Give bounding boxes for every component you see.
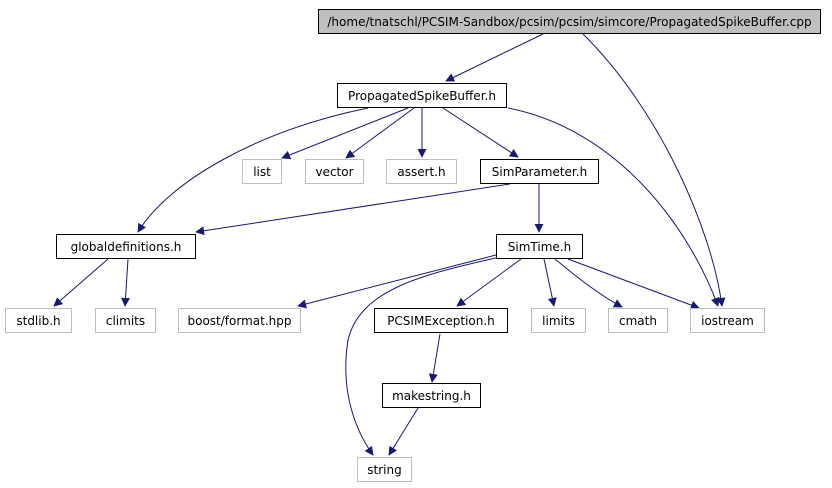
- edge-pcsimexception-h-to-makestring-h: [428, 333, 441, 383]
- edge-propagatedspikebuffer-h-to-iostream: [507, 107, 720, 307]
- edge-simtime-h-to-limits: [543, 258, 557, 307]
- node-climits: climits: [95, 308, 156, 333]
- edge-propagatedspikebuffer-h-to-vector: [345, 107, 415, 159]
- node-globaldefinitions-h[interactable]: globaldefinitions.h: [56, 234, 196, 259]
- node-simtime-h[interactable]: SimTime.h: [496, 234, 583, 259]
- node-iostream: iostream: [690, 308, 765, 333]
- node-simparameter-h[interactable]: SimParameter.h: [480, 159, 599, 184]
- edge-propagatedspikebuffer-h-to-simparameter-h: [442, 107, 519, 158]
- node-boost-format-hpp: boost/format.hpp: [178, 308, 301, 333]
- edge-simtime-h-to-boost-format-hpp: [297, 254, 497, 309]
- node-limits: limits: [531, 308, 586, 333]
- edge-simtime-h-to-iostream: [567, 258, 700, 310]
- node-cmath: cmath: [608, 308, 668, 333]
- edge-globaldefinitions-h-to-stdlib-h: [53, 258, 109, 307]
- node-stdlib-h: stdlib.h: [5, 308, 72, 333]
- node-assert-h: assert.h: [386, 159, 457, 184]
- edge-simtime-h-to-cmath: [554, 258, 623, 308]
- edge-propagatedspikebuffer-h-to-list: [281, 107, 409, 160]
- node-list: list: [242, 159, 282, 184]
- edge-makestring-h-to-string: [388, 407, 419, 456]
- edge-root-to-iostream: [582, 33, 726, 307]
- node-vector: vector: [305, 159, 364, 184]
- edge-globaldefinitions-h-to-climits: [121, 258, 131, 307]
- edge-propagatedspikebuffer-h-to-globaldefinitions-h: [137, 107, 369, 233]
- node-propagatedspikebuffer-h[interactable]: PropagatedSpikeBuffer.h: [337, 83, 507, 108]
- edge-simtime-h-to-pcsimexception-h: [456, 258, 522, 307]
- edge-simparameter-h-to-globaldefinitions-h: [195, 183, 511, 236]
- edge-simtime-h-to-string: [345, 256, 501, 456]
- node-root-file[interactable]: /home/tnatschl/PCSIM-Sandbox/pcsim/pcsim…: [318, 9, 821, 34]
- edge-root-to-propagatedspikebuffer-h: [445, 33, 544, 82]
- node-pcsimexception-h[interactable]: PCSIMException.h: [374, 308, 508, 333]
- node-makestring-h[interactable]: makestring.h: [382, 383, 481, 408]
- node-string: string: [357, 457, 412, 482]
